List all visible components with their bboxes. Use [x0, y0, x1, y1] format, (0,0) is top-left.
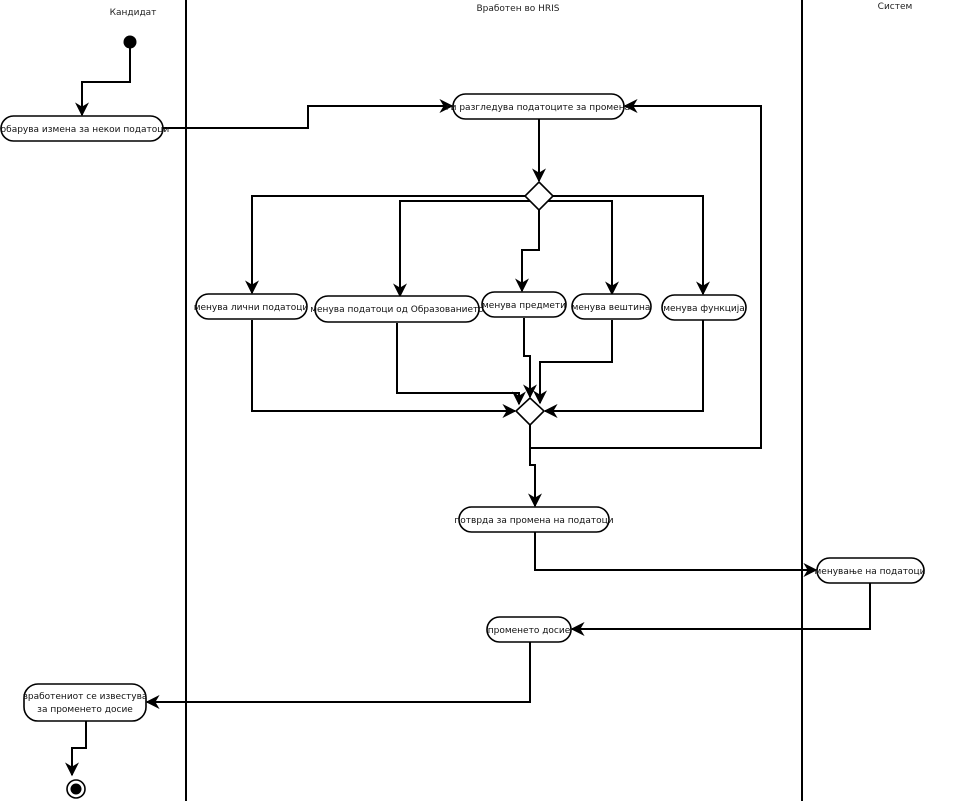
decision-node [523, 180, 555, 212]
action-employee-notified-line-2: за променето досие [37, 705, 133, 715]
action-system-change-data[interactable]: менување на податоци [815, 557, 926, 584]
edge-notify-to-end [65, 721, 87, 777]
edge-decision-to-education [393, 200, 530, 298]
action-employee-notified-line-1: вработениот се известува [23, 692, 148, 702]
edge-merge-loop-to-review [530, 99, 762, 449]
action-employee-notified[interactable]: вработениот се известува за променето до… [23, 683, 148, 722]
edge-confirm-to-system [534, 532, 818, 577]
action-change-subjects[interactable]: менува предмети [481, 291, 567, 318]
edge-personal-to-merge [251, 320, 517, 418]
edge-skill-to-merge [533, 320, 613, 405]
initial-node [123, 35, 137, 49]
lane-title-hris: Вработен во HRIS [476, 4, 559, 14]
action-change-skill[interactable]: менува вештина [571, 293, 652, 320]
edge-request-to-review [163, 99, 454, 129]
lane-title-system: Систем [878, 2, 913, 12]
action-changed-dossier[interactable]: променето досие [486, 616, 572, 643]
action-request-change[interactable]: побарува измена за некои податоци [0, 115, 169, 142]
action-review-data-label: ги разгледува податоците за промена [446, 103, 630, 113]
lane-title-candidate: Кандидат [110, 8, 157, 18]
edge-education-to-merge [396, 323, 526, 406]
edge-decision-to-function [553, 195, 710, 296]
edge-subjects-to-merge [523, 318, 537, 399]
action-change-personal-data-label: менува лични податоци [194, 303, 309, 313]
edge-decision-to-personal [245, 195, 525, 295]
action-system-change-data-label: менување на податоци [815, 567, 926, 577]
action-confirm-change[interactable]: потврда за промена на податоци [454, 506, 614, 533]
edge-function-to-merge [543, 320, 704, 418]
action-changed-dossier-label: променето досие [488, 626, 571, 636]
action-change-function[interactable]: менува функција [661, 294, 747, 321]
edge-merge-to-confirm [528, 425, 542, 508]
final-node [66, 779, 86, 799]
edge-system-to-dossier [570, 583, 871, 636]
action-request-change-label: побарува измена за некои податоци [0, 125, 169, 135]
edge-start-to-request [75, 42, 131, 117]
action-review-data[interactable]: ги разгледува податоците за промена [446, 93, 630, 120]
edge-dossier-to-notify [145, 642, 531, 709]
action-change-skill-label: менува вештина [572, 303, 651, 313]
edges [65, 42, 871, 777]
action-change-function-label: менува функција [663, 304, 745, 314]
merge-node [514, 396, 546, 427]
edge-decision-to-subjects [515, 210, 540, 293]
action-change-education-data[interactable]: менува податоци од Образованието [310, 295, 484, 323]
action-change-personal-data[interactable]: менува лични податоци [194, 293, 309, 320]
action-change-education-data-label: менува податоци од Образованието [310, 305, 484, 315]
action-change-subjects-label: менува предмети [482, 301, 566, 311]
edge-decision-to-skill [548, 200, 619, 296]
action-confirm-change-label: потврда за промена на податоци [454, 516, 613, 526]
